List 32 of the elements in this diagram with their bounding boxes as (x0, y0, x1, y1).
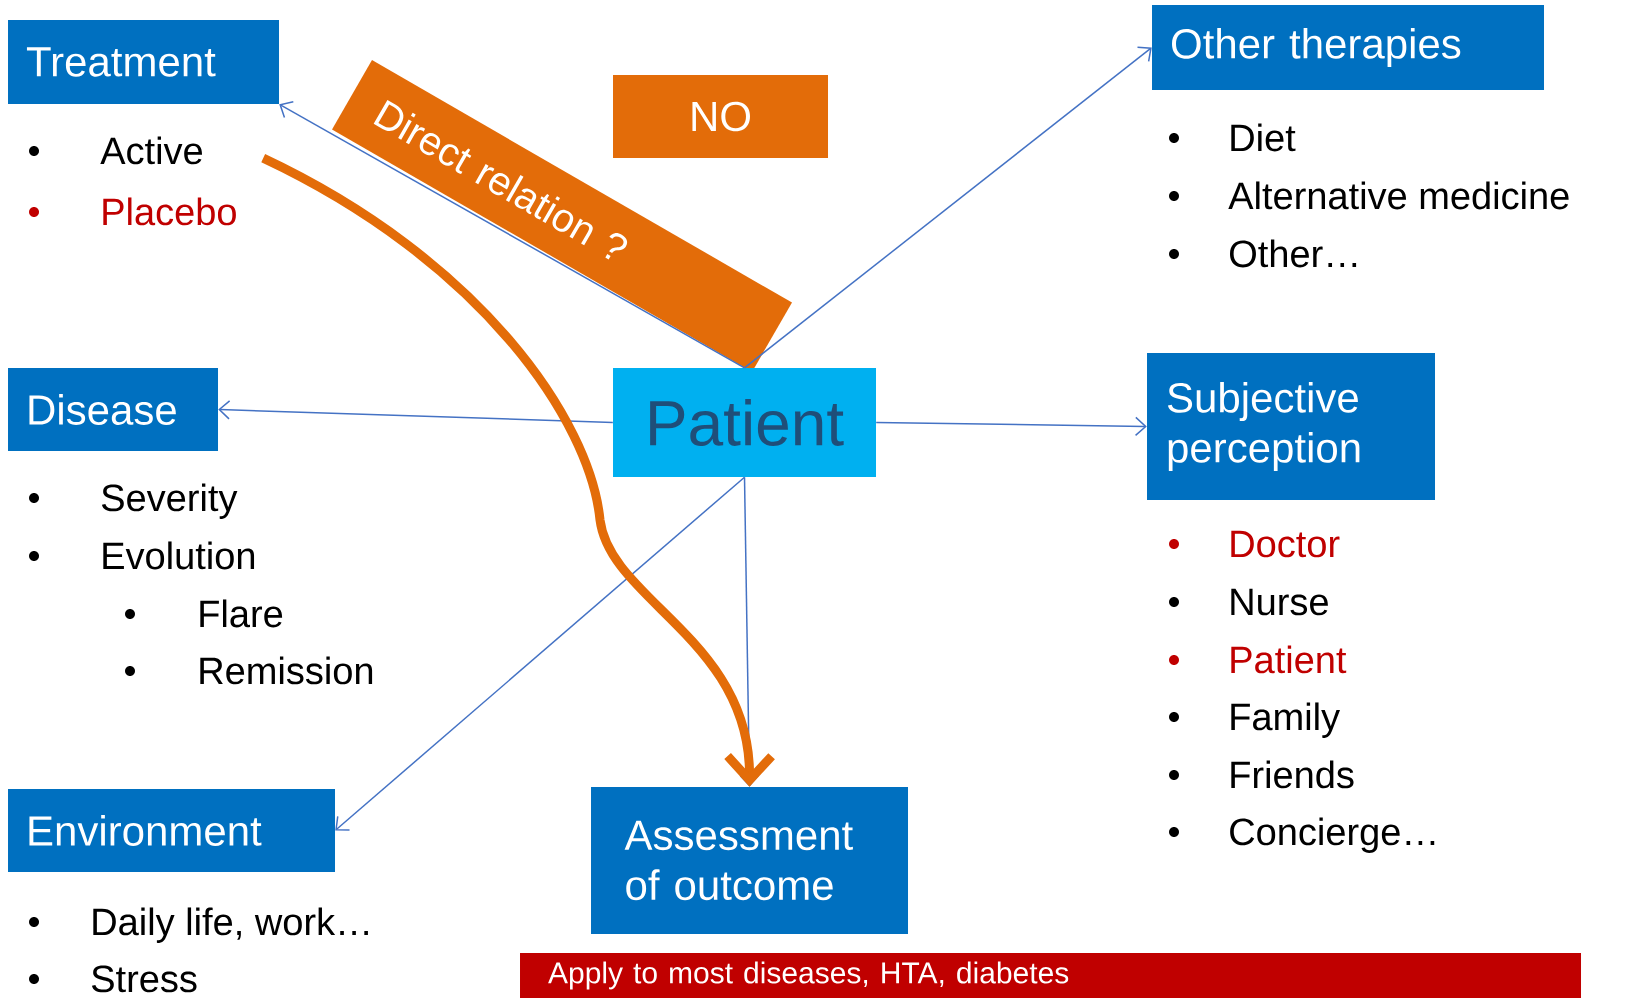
list-item: Diet (1231, 123, 1296, 152)
center-box: Patient (613, 368, 876, 477)
heading-box: Assessment of outcome (591, 787, 908, 934)
list-item: Stress (91, 965, 197, 993)
list-item: Alternative medicine (1228, 181, 1569, 210)
list-item: Other… (1230, 239, 1357, 268)
list-item: Remission (200, 656, 373, 685)
list-item: Evolution (103, 541, 255, 570)
arrow (335, 476, 746, 831)
list-item: Active (100, 136, 202, 165)
arrow (279, 101, 746, 369)
list-item: Nurse (1231, 588, 1328, 616)
heading-box: Environment (8, 789, 335, 872)
list-item: Placebo (103, 197, 236, 226)
heading-box: Subjective perception (1147, 353, 1435, 500)
list-item: Doctor (1231, 530, 1340, 558)
arrow (261, 154, 775, 787)
list-item: Severity (101, 483, 238, 519)
answer-box: NO (613, 75, 828, 158)
arrow (875, 416, 1147, 437)
list-item: Daily life, work… (93, 907, 368, 943)
heading-box: Other therapies (1152, 5, 1544, 90)
list-item: Patient (1231, 645, 1347, 674)
heading-box: Disease (8, 368, 218, 451)
list-item: Concierge… (1230, 817, 1435, 853)
banner: Apply to most diseases, HTA, diabetes (520, 953, 1581, 998)
list-item: Flare (200, 599, 283, 628)
list-item: Friends (1231, 760, 1354, 789)
heading-box: Treatment (8, 20, 279, 104)
arrow (743, 46, 1152, 369)
arrow (218, 400, 614, 424)
list-item: Family (1231, 702, 1340, 738)
